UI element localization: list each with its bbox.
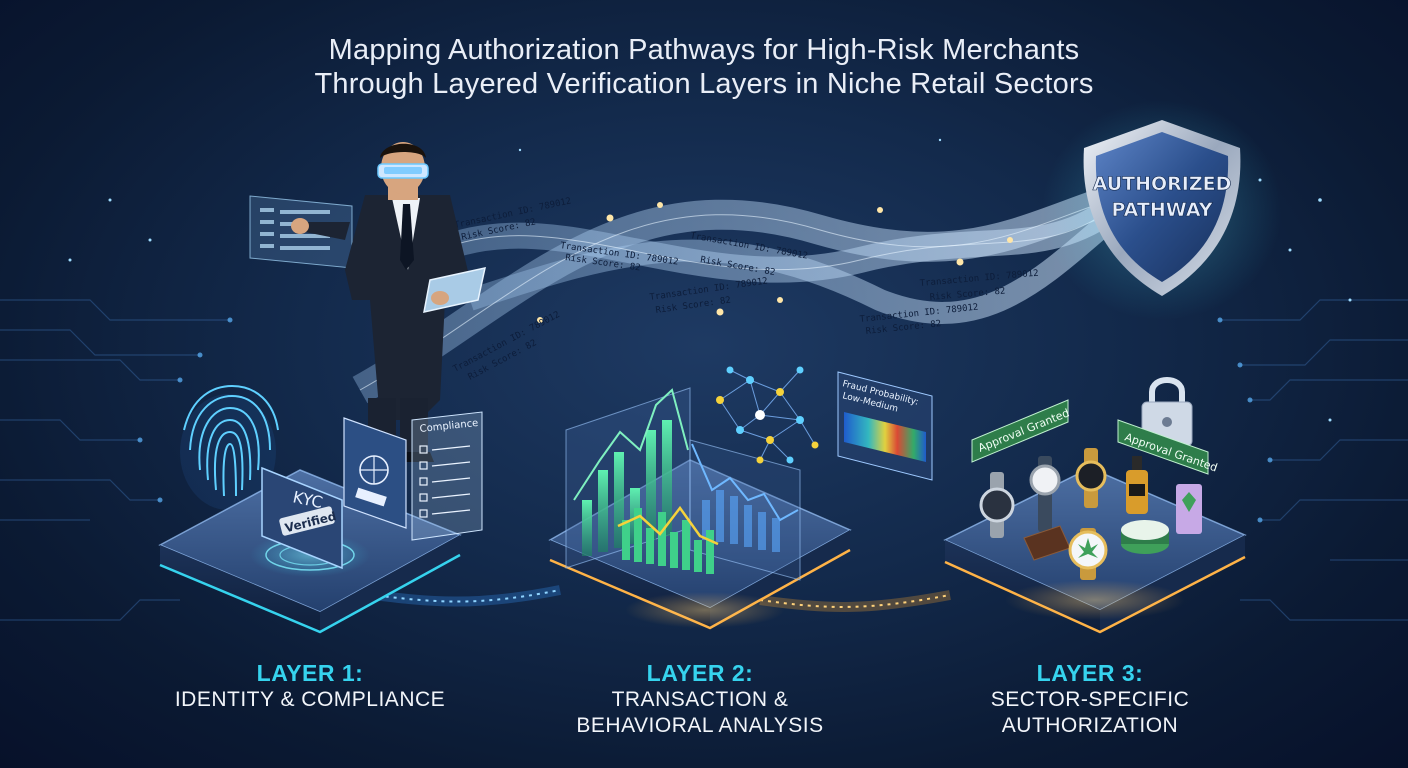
page-title-line2: Through Layered Verification Layers in N… [314,68,1094,100]
product-watch-gold [1075,448,1107,508]
circuit-background [0,299,1408,621]
sparkle-particles [68,138,1352,422]
layer-3-name-line2: AUTHORIZATION [1001,714,1179,737]
authorized-pathway-shield: AUTHORIZED PATHWAY [1042,100,1282,320]
layer-2-name-line2: BEHAVIORAL ANALYSIS [576,714,824,737]
product-watch-silver [979,472,1015,538]
product-cannabis-tin [1121,520,1169,554]
front-mini-chart [617,505,719,574]
layer-3-label: LAYER 3: SECTOR-SPECIFIC AUTHORIZATION [950,660,1230,739]
businessman-figure [291,142,486,462]
fraud-probability-panel: Fraud Probability: Low-Medium [837,371,933,481]
layer-1-number: LAYER 1: [256,660,364,686]
product-watch-leather [1029,456,1061,532]
layer-1-label: LAYER 1: IDENTITY & COMPLIANCE [160,660,460,713]
product-cannabis-watch [1068,528,1108,580]
ribbon-lights [427,202,1013,363]
product-vape-box [1176,484,1202,534]
shield-text-line2: PATHWAY [1111,199,1212,221]
approval-text: Approval Granted [976,406,1071,454]
product-liquor-bottle [1126,456,1148,514]
layer-2-label: LAYER 2: TRANSACTION & BEHAVIORAL ANALYS… [540,660,860,739]
kyc-verified-card: KYC Verified [261,466,343,570]
circuit-nodes [137,317,1273,523]
network-graph-icon [716,366,819,464]
layer-1-name: IDENTITY & COMPLIANCE [174,688,446,711]
shield-text-line1: AUTHORIZED [1093,173,1232,195]
layer-3-name-line1: SECTOR-SPECIFIC [990,688,1190,711]
approval-tag-1: Approval Granted [971,399,1071,463]
layer-2-name-line1: TRANSACTION & [611,688,789,711]
page-title-line1: Mapping Authorization Pathways for High-… [328,34,1080,66]
fingerprint-icon [180,384,279,510]
compliance-checklist: Compliance [411,411,483,541]
passport-icon [343,417,407,529]
layer-2-number: LAYER 2: [646,660,754,686]
transaction-ribbons [352,185,1118,404]
layer-3-number: LAYER 3: [1036,660,1144,686]
